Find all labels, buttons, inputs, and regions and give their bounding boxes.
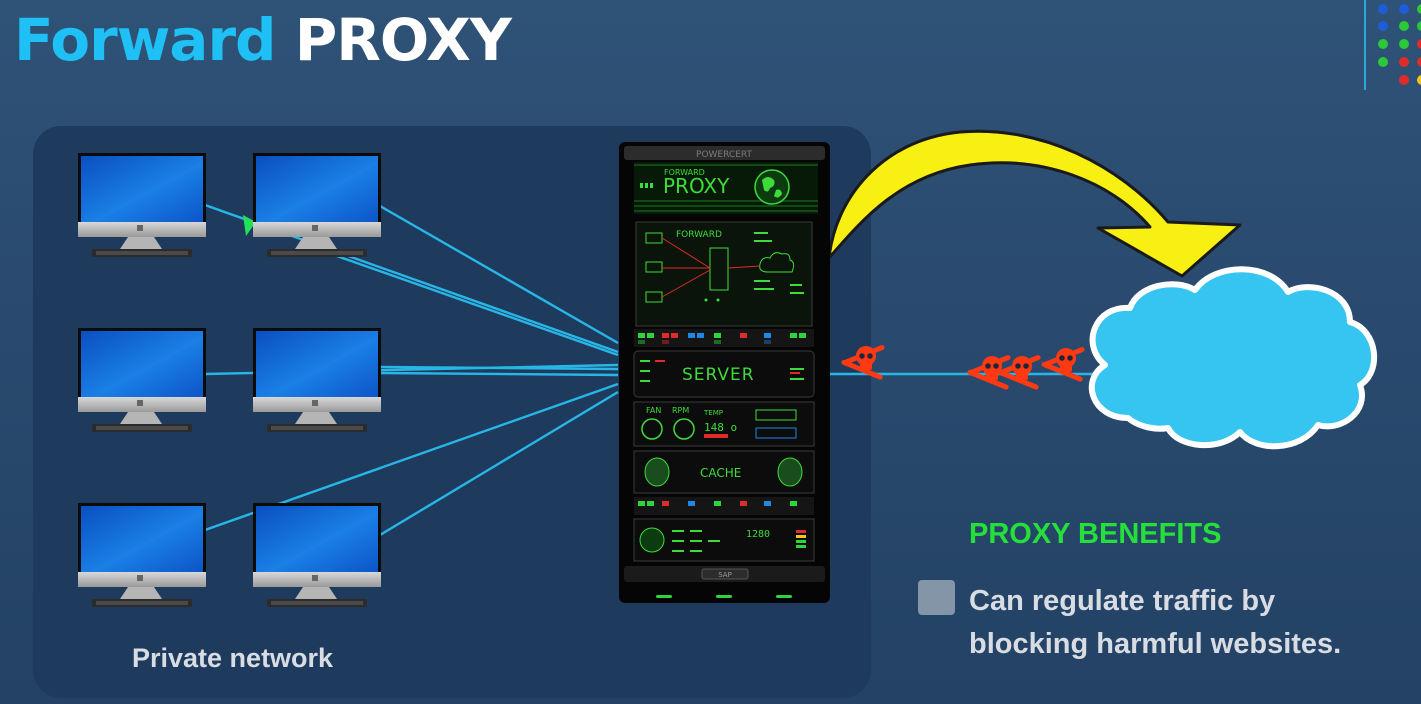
computer-3-icon[interactable] xyxy=(78,328,206,432)
forward-panel-label: FORWARD xyxy=(676,230,722,240)
private-network-label: Private network xyxy=(132,643,334,673)
cache-label: CACHE xyxy=(700,466,741,480)
database-icon-2 xyxy=(777,457,803,487)
fan-label: FAN xyxy=(646,406,661,415)
proxy-server-rack[interactable]: POWERCERT FORWARD PROXY FORWARD SERVER F… xyxy=(619,142,830,603)
corner-divider-line xyxy=(1364,0,1366,90)
computer-6-icon[interactable] xyxy=(253,503,381,607)
sap-label: SAP xyxy=(718,571,732,579)
temp-value: 148 o xyxy=(704,421,737,434)
title-word-proxy: PROXY xyxy=(294,6,512,74)
title-word-forward: Forward xyxy=(14,6,277,74)
database-icon-1 xyxy=(644,457,670,487)
computer-5-icon[interactable] xyxy=(78,503,206,607)
benefits-heading: PROXY BENEFITS xyxy=(969,518,1222,550)
proxy-small-label: FORWARD xyxy=(664,168,705,177)
proxy-big-label: PROXY xyxy=(663,174,730,198)
fan-icon-2 xyxy=(673,418,695,440)
benefit-checkbox[interactable] xyxy=(918,580,955,615)
corner-dots-decoration xyxy=(1370,0,1421,90)
temp-label: TEMP xyxy=(703,409,723,417)
computer-1-icon[interactable] xyxy=(78,153,206,257)
computer-4-icon[interactable] xyxy=(253,328,381,432)
globe-small-icon xyxy=(639,527,665,553)
server-label: SERVER xyxy=(682,365,755,385)
rack-brand: POWERCERT xyxy=(696,150,752,160)
skull-icon-4 xyxy=(1040,346,1086,383)
internet-cloud-icon xyxy=(1088,266,1378,450)
fan-icon-1 xyxy=(641,418,663,440)
slide-title: Forward PROXY xyxy=(14,4,512,76)
packet-arrow-icon xyxy=(243,215,256,236)
rpm-label: RPM xyxy=(672,406,689,415)
forward-arrow-icon xyxy=(827,129,1242,278)
readout-value: 1280 xyxy=(746,529,770,540)
benefit-item-text: Can regulate traffic by blocking harmful… xyxy=(969,585,1342,660)
computer-2-icon[interactable] xyxy=(253,153,381,257)
